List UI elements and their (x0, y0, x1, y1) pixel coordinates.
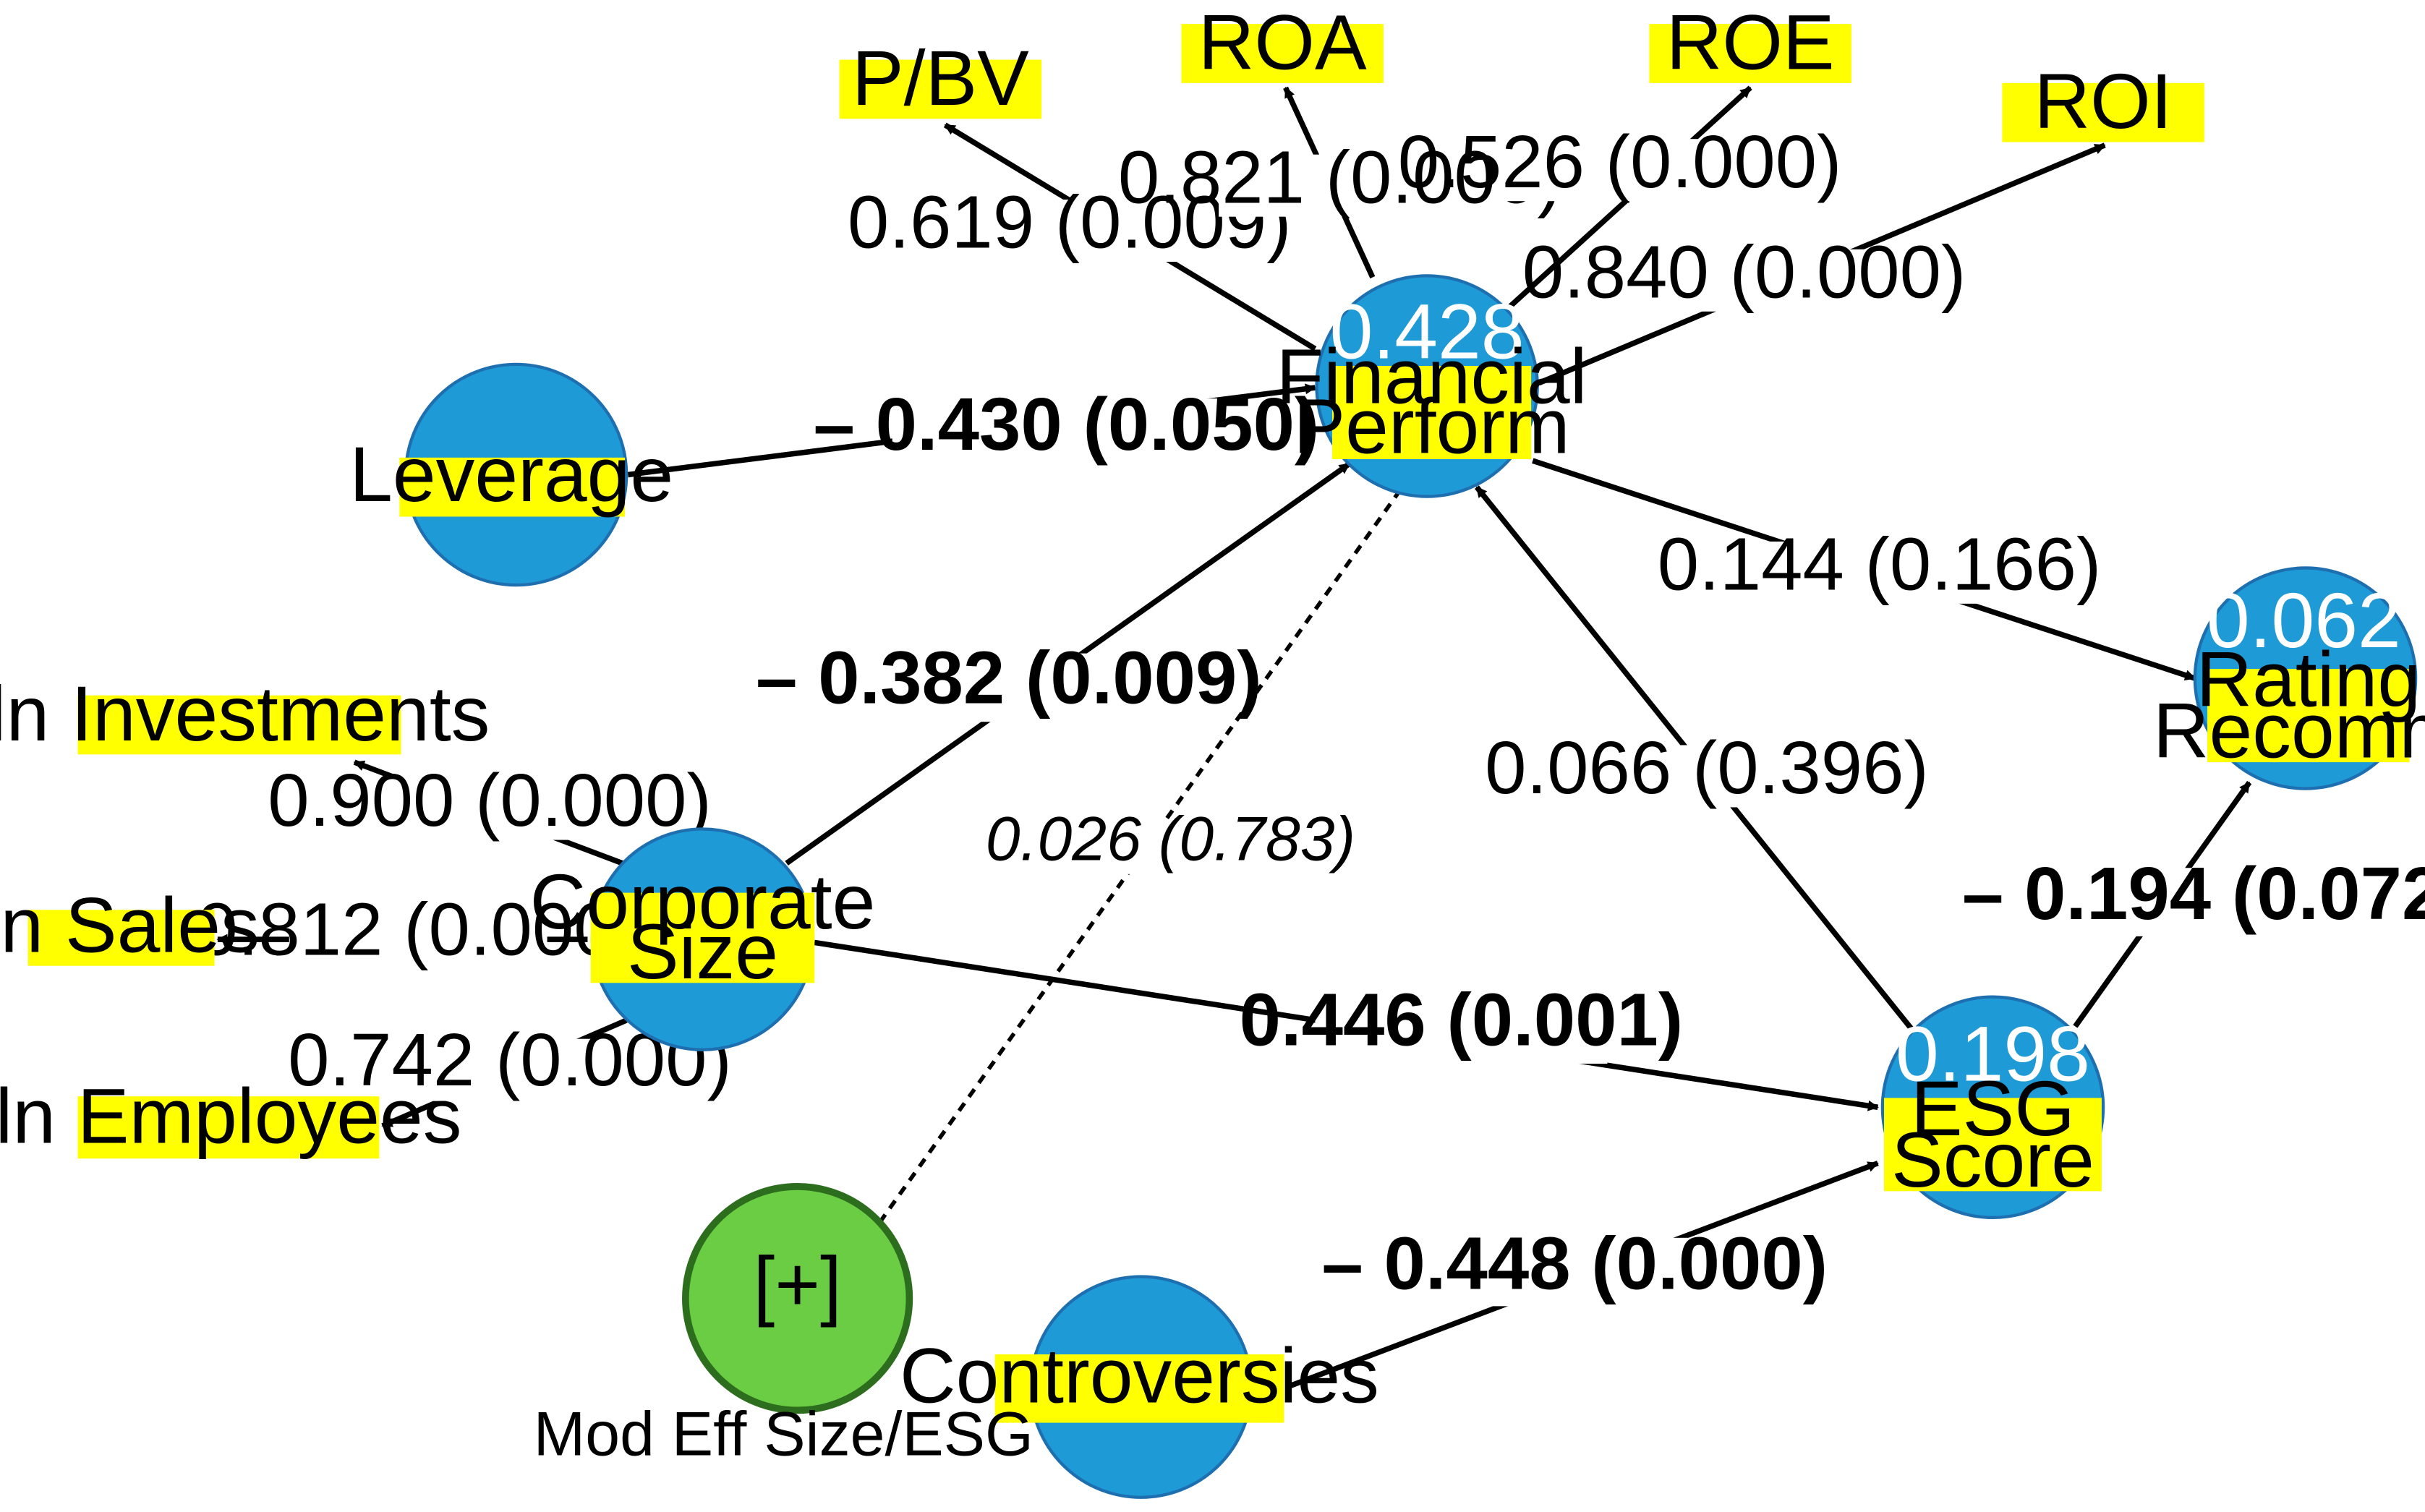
path-value-moderator-fp: 0.026 (0.783) (986, 805, 1355, 874)
path-label-controversies-esg: – 0.448 (0.000) (1321, 1222, 1828, 1307)
moderator-caption: Mod Eff Size/ESG (534, 1400, 1033, 1469)
node-esg-score: 0.198 ESG Score (1880, 995, 2105, 1220)
indicators: P/BV ROA ROE ROI ln Investments ln Sales… (0, 0, 2204, 1160)
indicator-pbv: P/BV (839, 35, 1042, 121)
label-controversies: Controversies (900, 1333, 1379, 1419)
node-corporate-size: Corporate Size (530, 827, 876, 1051)
path-label-fp-rating: 0.144 (0.166) (1658, 523, 2102, 606)
path-value-size-esg: 0.446 (0.001) (1240, 978, 1684, 1061)
path-label-esg-rating: – 0.194 (0.072) (1962, 852, 2425, 936)
path-value-lninvestments: 0.900 (0.000) (268, 759, 712, 842)
label-esg-score-line2: Score (1891, 1116, 2094, 1203)
label-corporate-size-line2: Size (627, 908, 778, 995)
path-value-roe: 0.526 (0.000) (1398, 120, 1842, 203)
indicator-label-ln-employees: ln Employees (0, 1073, 461, 1160)
indicator-label-pbv: P/BV (852, 35, 1029, 121)
label-financial-perform-line1: Financial (1277, 333, 1587, 420)
path-value-pbv: 0.619 (0.009) (848, 181, 1292, 264)
label-esg-score-line1: ESG (1911, 1065, 2075, 1152)
indicator-ln-employees: ln Employees (0, 1073, 461, 1160)
path-label-lnsales: 0.812 (0.000) (196, 888, 640, 971)
path-label-size-esg: 0.446 (0.001) (1240, 978, 1684, 1064)
path-label-leverage-fp: – 0.430 (0.050) (814, 383, 1320, 467)
path-value-esg-fp: 0.066 (0.396) (1485, 726, 1929, 809)
indicator-ln-investments: ln Investments (0, 670, 490, 757)
latent-nodes: 0.428 Financial Perform Leverage Corpora… (349, 274, 2425, 1499)
path-labels: 0.619 (0.009) 0.821 (0.000) 0.526 (0.000… (196, 120, 2425, 1307)
indicator-label-roe: ROE (1666, 0, 1835, 85)
label-leverage: Leverage (349, 431, 673, 518)
indicator-roi: ROI (2002, 58, 2204, 145)
path-value-roa: 0.821 (0.000) (1118, 135, 1562, 218)
path-label-roi: 0.840 (0.000) (1522, 230, 1966, 313)
path-label-roa: 0.821 (0.000) (1118, 135, 1562, 218)
indicator-label-roi: ROI (2034, 58, 2173, 145)
label-financial-perform-line2: Perform (1293, 383, 1569, 469)
indicator-roa: ROA (1181, 0, 1384, 85)
path-value-controversies-esg: – 0.448 (0.000) (1321, 1222, 1828, 1305)
path-label-esg-fp: 0.066 (0.396) (1485, 726, 1929, 809)
indicator-ln-sales: ln Sales (0, 881, 260, 968)
r2-esg-score: 0.198 (1896, 1011, 2090, 1098)
path-label-lninvestments: 0.900 (0.000) (268, 759, 712, 842)
path-value-size-fp: – 0.382 (0.009) (756, 636, 1262, 719)
indicator-label-ln-investments: ln Investments (0, 670, 490, 757)
label-rating-recomm-line2: Recomm (2153, 688, 2425, 774)
r2-rating-recomm: 0.062 (2207, 577, 2401, 664)
path-value-lnsales: 0.812 (0.000) (196, 888, 640, 971)
indicator-label-ln-sales: ln Sales (0, 881, 260, 968)
indicator-roe: ROE (1649, 0, 1851, 85)
path-value-roi: 0.840 (0.000) (1522, 230, 1966, 313)
indicator-label-roa: ROA (1198, 0, 1367, 85)
plus-in-brackets-icon: [+] (753, 1241, 841, 1328)
node-leverage: Leverage (349, 362, 673, 587)
node-rating-recomm: 0.062 Rating Recomm (2153, 566, 2425, 790)
path-value-leverage-fp: – 0.430 (0.050) (814, 383, 1320, 466)
path-value-esg-rating: – 0.194 (0.072) (1962, 852, 2425, 935)
label-corporate-size-line1: Corporate (530, 858, 876, 945)
path-label-pbv: 0.619 (0.009) (848, 181, 1292, 264)
node-controversies: Controversies (900, 1275, 1379, 1499)
node-moderator: [+] Mod Eff Size/ESG (534, 1183, 1033, 1469)
label-rating-recomm-line1: Rating (2196, 636, 2421, 723)
r2-financial-perform: 0.428 (1330, 288, 1525, 375)
path-label-size-fp: – 0.382 (0.009) (756, 636, 1262, 722)
path-label-roe: 0.526 (0.000) (1398, 120, 1842, 203)
edge-moderator-fp (878, 453, 1428, 1223)
path-value-fp-rating: 0.144 (0.166) (1658, 523, 2102, 606)
path-label-moderator-fp: 0.026 (0.783) (986, 805, 1355, 874)
node-financial-perform: 0.428 Financial Perform (1277, 274, 1587, 498)
